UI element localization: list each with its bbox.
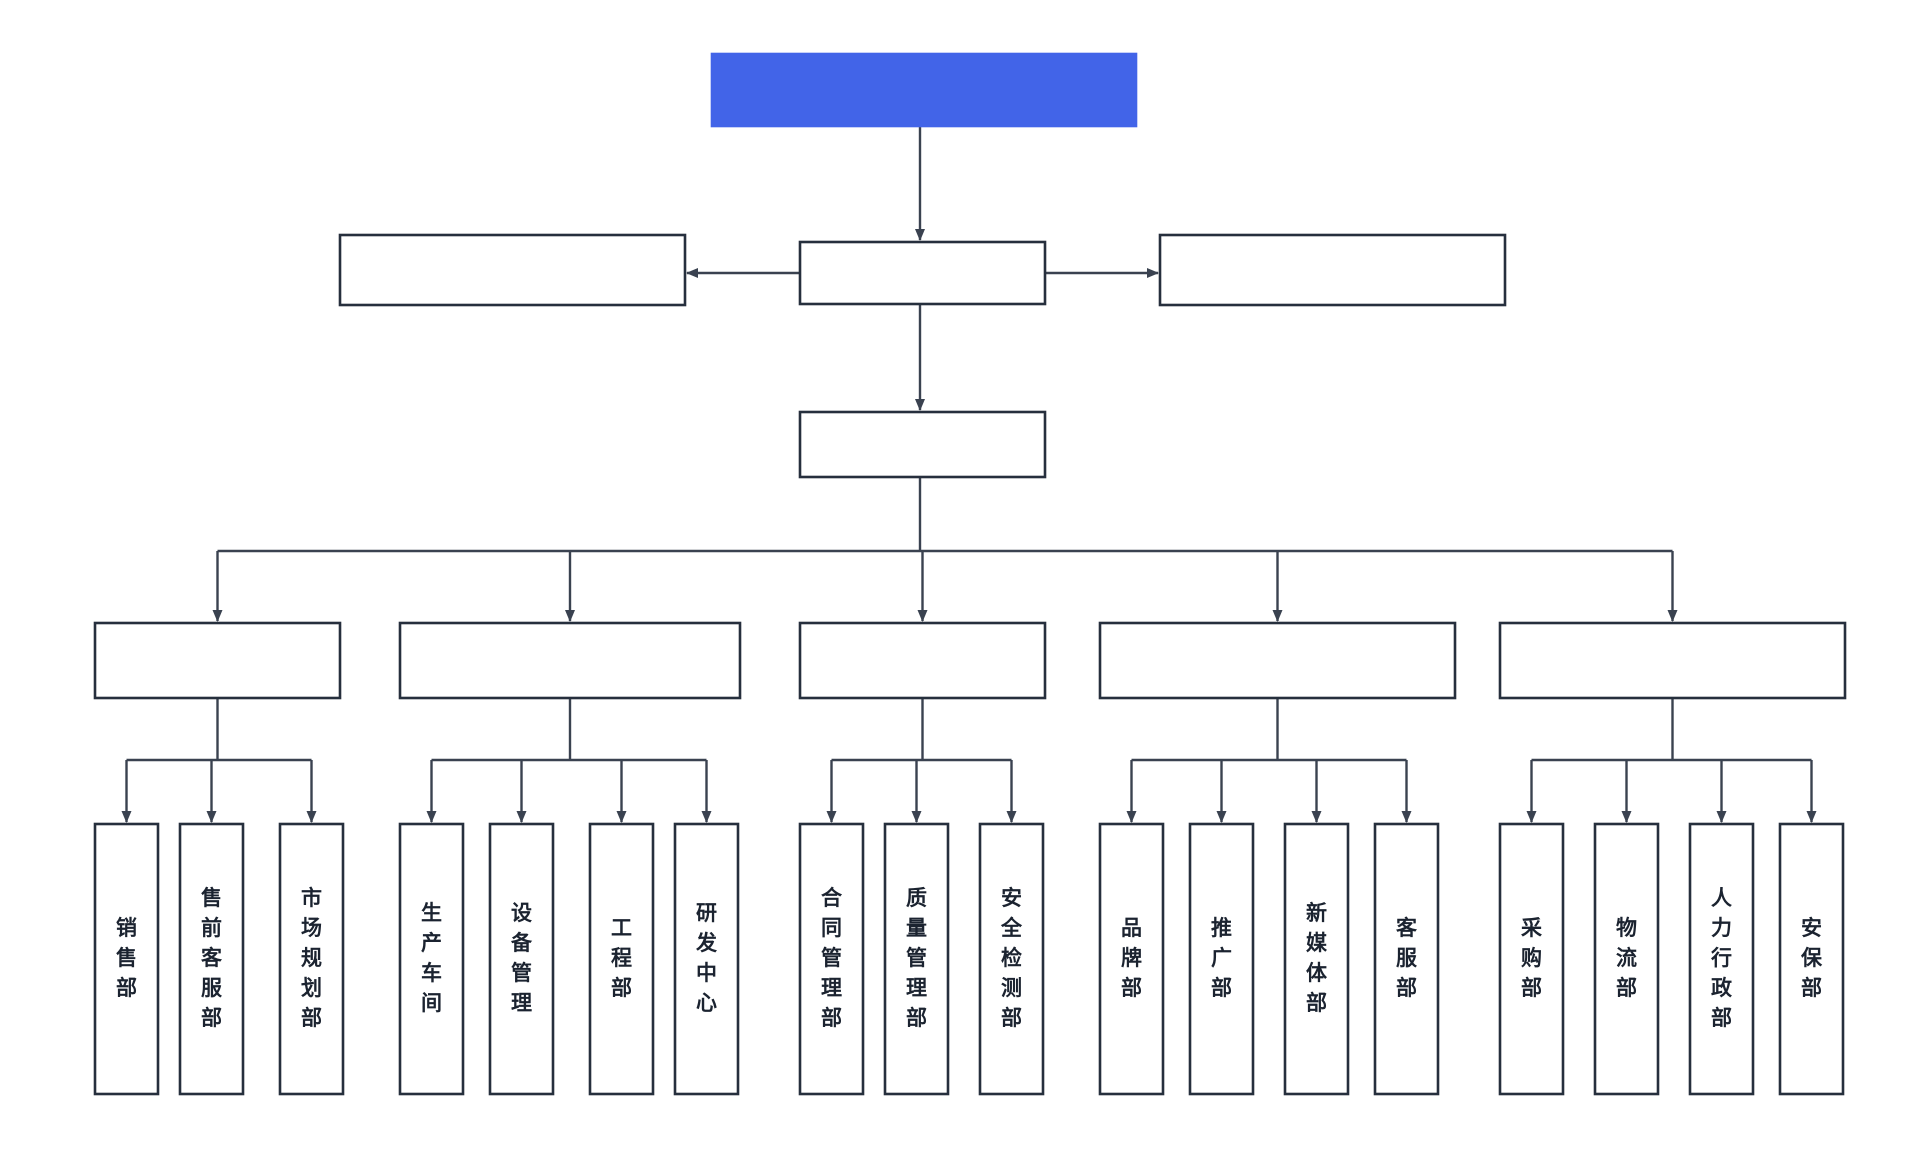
- node-dept-quality-0[interactable]: 合同管理部: [798, 822, 865, 1096]
- node-dept-production-0[interactable]: 生产车间: [398, 822, 465, 1096]
- node-center-operations-box: [1098, 621, 1457, 700]
- node-dept-production-3-box: [673, 822, 740, 1096]
- node-dept-quality-1-label: 质量管理部: [906, 887, 927, 1030]
- node-dept-marketing-2-box: [278, 822, 345, 1096]
- node-dept-production-2[interactable]: 工程部: [588, 822, 655, 1096]
- node-finance-dept[interactable]: [1158, 233, 1507, 307]
- node-dept-production-3-label: 研发中心: [695, 902, 718, 1015]
- node-dept-production-1[interactable]: 设备管理: [488, 822, 555, 1096]
- node-dept-services-1[interactable]: 物流部: [1593, 822, 1660, 1096]
- node-center-production-box: [398, 621, 742, 700]
- node-finance-dept-box: [1158, 233, 1507, 307]
- node-dept-services-2-box: [1688, 822, 1755, 1096]
- node-dept-operations-2[interactable]: 新媒体部: [1283, 822, 1350, 1096]
- node-dept-services-1-label: 物流部: [1616, 916, 1637, 1000]
- node-dept-services-3-box: [1778, 822, 1845, 1096]
- node-dept-marketing-2[interactable]: 市场规划部: [278, 822, 345, 1096]
- node-dept-operations-3-label: 客服部: [1396, 916, 1418, 1000]
- root-company-node-box: [710, 52, 1138, 128]
- node-dept-marketing-1-box: [178, 822, 245, 1096]
- node-dept-operations-1-label: 推广部: [1211, 917, 1232, 1000]
- node-dept-operations-0[interactable]: 品牌部: [1098, 822, 1165, 1096]
- node-center-operations[interactable]: [1098, 621, 1457, 700]
- node-dept-quality-2[interactable]: 安全检测部: [978, 822, 1045, 1096]
- node-dept-operations-2-box: [1283, 822, 1350, 1096]
- node-dept-operations-2-label: 新媒体部: [1306, 901, 1328, 1015]
- node-center-quality[interactable]: [798, 621, 1047, 700]
- root-company-node[interactable]: [710, 52, 1138, 128]
- node-center-quality-box: [798, 621, 1047, 700]
- node-dept-services-2[interactable]: 人力行政部: [1688, 822, 1755, 1096]
- node-dept-operations-3[interactable]: 客服部: [1373, 822, 1440, 1096]
- node-dept-operations-0-box: [1098, 822, 1165, 1096]
- node-dept-quality-0-box: [798, 822, 865, 1096]
- node-dept-services-2-label: 人力行政部: [1710, 887, 1733, 1030]
- node-dept-production-0-label: 生产车间: [421, 901, 442, 1015]
- node-legal-dept[interactable]: [338, 233, 687, 307]
- node-dept-services-0-label: 采购部: [1521, 917, 1542, 1000]
- node-dept-services-0[interactable]: 采购部: [1498, 822, 1565, 1096]
- node-dept-quality-0-label: 合同管理部: [821, 886, 843, 1030]
- node-center-marketing-box: [93, 621, 342, 700]
- node-dept-quality-1-box: [883, 822, 950, 1096]
- node-dept-marketing-0[interactable]: 销售部: [93, 822, 160, 1096]
- node-dept-production-0-box: [398, 822, 465, 1096]
- node-dept-production-2-label: 工程部: [611, 917, 632, 1000]
- connector-layer: [121, 126, 1817, 823]
- node-legal-dept-box: [338, 233, 687, 307]
- node-dept-operations-0-label: 品牌部: [1121, 917, 1142, 1000]
- node-dept-operations-1[interactable]: 推广部: [1188, 822, 1255, 1096]
- node-dept-production-1-box: [488, 822, 555, 1096]
- node-chairman-box: [798, 240, 1047, 306]
- node-dept-production-1-label: 设备管理: [510, 902, 533, 1015]
- node-dept-marketing-0-label: 销售部: [116, 916, 137, 1000]
- node-dept-operations-3-box: [1373, 822, 1440, 1096]
- node-dept-operations-1-box: [1188, 822, 1255, 1096]
- node-center-marketing[interactable]: [93, 621, 342, 700]
- node-dept-production-2-box: [588, 822, 655, 1096]
- node-dept-marketing-0-box: [93, 822, 160, 1096]
- node-dept-quality-2-box: [978, 822, 1045, 1096]
- node-dept-services-3-label: 安保部: [1800, 916, 1823, 1000]
- node-layer: 销售部 售前客服部 市场规划部 生产车间 设备管理 工程部 研发中心 合同管理部 质量管理部 安全…: [93, 52, 1847, 1096]
- node-dept-marketing-2-label: 市场规划部: [301, 886, 322, 1030]
- node-dept-quality-1[interactable]: 质量管理部: [883, 822, 950, 1096]
- node-center-services[interactable]: [1498, 621, 1847, 700]
- node-dept-production-3[interactable]: 研发中心: [673, 822, 740, 1096]
- node-dept-marketing-1[interactable]: 售前客服部: [178, 822, 245, 1096]
- node-dept-services-0-box: [1498, 822, 1565, 1096]
- node-center-production[interactable]: [398, 621, 742, 700]
- node-dept-services-3[interactable]: 安保部: [1778, 822, 1845, 1096]
- node-dept-quality-2-label: 安全检测部: [1000, 886, 1023, 1030]
- node-dept-marketing-1-label: 售前客服部: [201, 886, 223, 1030]
- node-dept-services-1-box: [1593, 822, 1660, 1096]
- node-center-services-box: [1498, 621, 1847, 700]
- node-general-manager[interactable]: [798, 410, 1047, 479]
- node-general-manager-box: [798, 410, 1047, 479]
- node-chairman[interactable]: [798, 240, 1047, 306]
